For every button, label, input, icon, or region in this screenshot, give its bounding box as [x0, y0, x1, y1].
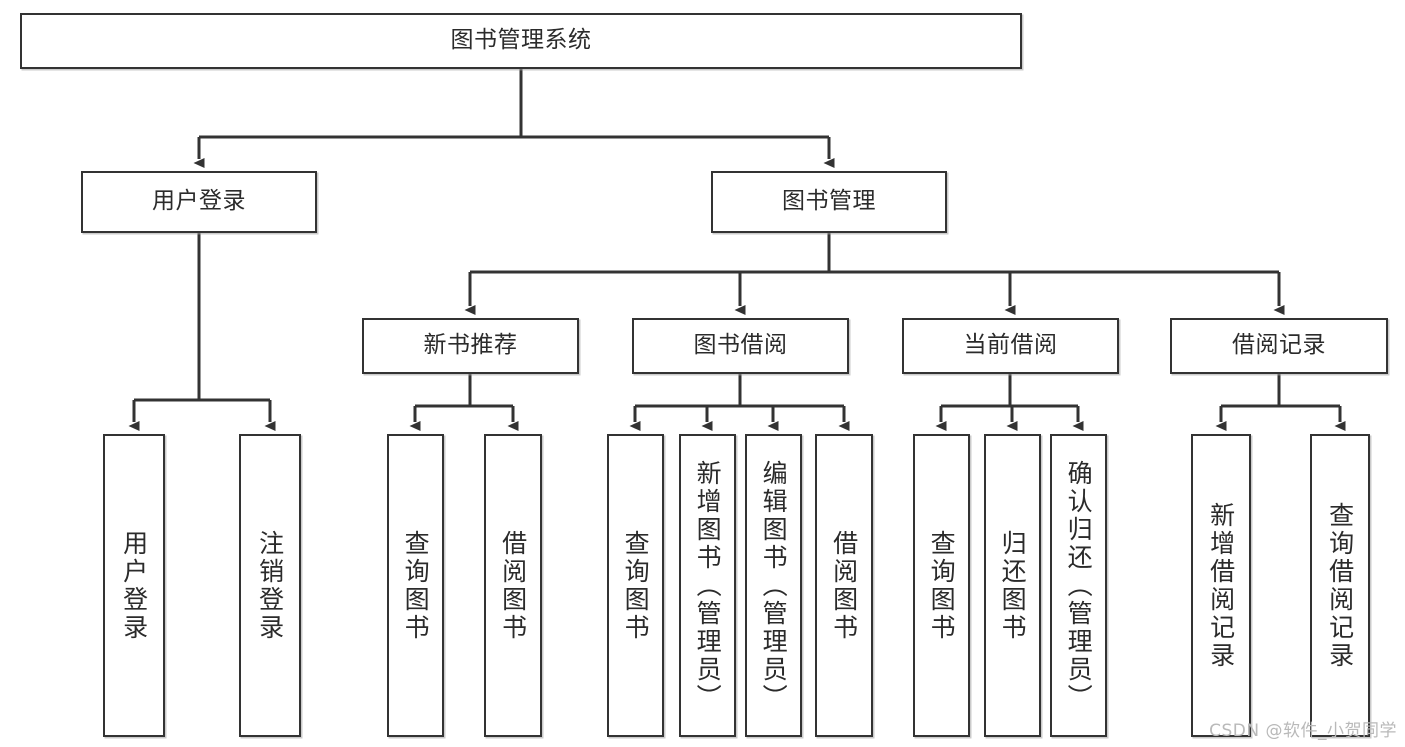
node-label: 确认归还（管理员） — [1064, 459, 1094, 712]
node-label: 图书借阅 — [693, 332, 788, 359]
node-leaf-1[interactable]: 注销登录 — [239, 434, 301, 737]
node-leaf-9[interactable]: 归还图书 — [984, 434, 1041, 737]
node-leaf-4[interactable]: 查询图书 — [607, 434, 664, 737]
node-leaf-2[interactable]: 查询图书 — [387, 434, 444, 737]
node-leaf-11[interactable]: 新增借阅记录 — [1191, 434, 1251, 737]
node-label: 新书推荐 — [423, 332, 518, 359]
node-leaf-7[interactable]: 借阅图书 — [815, 434, 873, 737]
node-leaf-8[interactable]: 查询图书 — [913, 434, 970, 737]
node-level2-1[interactable]: 图书管理 — [711, 171, 947, 233]
node-label: 查询图书 — [927, 529, 957, 642]
node-level3-0[interactable]: 新书推荐 — [362, 318, 579, 374]
node-leaf-10[interactable]: 确认归还（管理员） — [1050, 434, 1107, 737]
node-label: 查询借阅记录 — [1325, 501, 1355, 670]
node-label: 图书管理系统 — [450, 27, 592, 54]
node-label: 借阅图书 — [498, 529, 528, 642]
node-label: 用户登录 — [119, 529, 149, 642]
node-label: 查询图书 — [401, 529, 431, 642]
node-label: 借阅图书 — [829, 529, 859, 642]
node-label: 查询图书 — [621, 529, 651, 642]
node-root[interactable]: 图书管理系统 — [20, 13, 1022, 69]
node-label: 新增图书（管理员） — [693, 459, 723, 712]
node-leaf-5[interactable]: 新增图书（管理员） — [679, 434, 736, 737]
node-leaf-0[interactable]: 用户登录 — [103, 434, 165, 737]
node-label: 编辑图书（管理员） — [759, 459, 789, 712]
node-label: 图书管理 — [782, 188, 876, 215]
node-label: 借阅记录 — [1232, 332, 1326, 359]
node-leaf-12[interactable]: 查询借阅记录 — [1310, 434, 1370, 737]
node-label: 注销登录 — [255, 529, 285, 642]
node-level3-2[interactable]: 当前借阅 — [902, 318, 1119, 374]
node-leaf-3[interactable]: 借阅图书 — [484, 434, 542, 737]
node-level3-3[interactable]: 借阅记录 — [1170, 318, 1388, 374]
node-label: 当前借阅 — [963, 332, 1058, 359]
node-label: 用户登录 — [152, 188, 246, 215]
node-label: 归还图书 — [998, 529, 1028, 642]
connector-lines — [128, 69, 1346, 431]
node-label: 新增借阅记录 — [1206, 501, 1236, 670]
node-level2-0[interactable]: 用户登录 — [81, 171, 317, 233]
node-level3-1[interactable]: 图书借阅 — [632, 318, 849, 374]
node-leaf-6[interactable]: 编辑图书（管理员） — [745, 434, 802, 737]
